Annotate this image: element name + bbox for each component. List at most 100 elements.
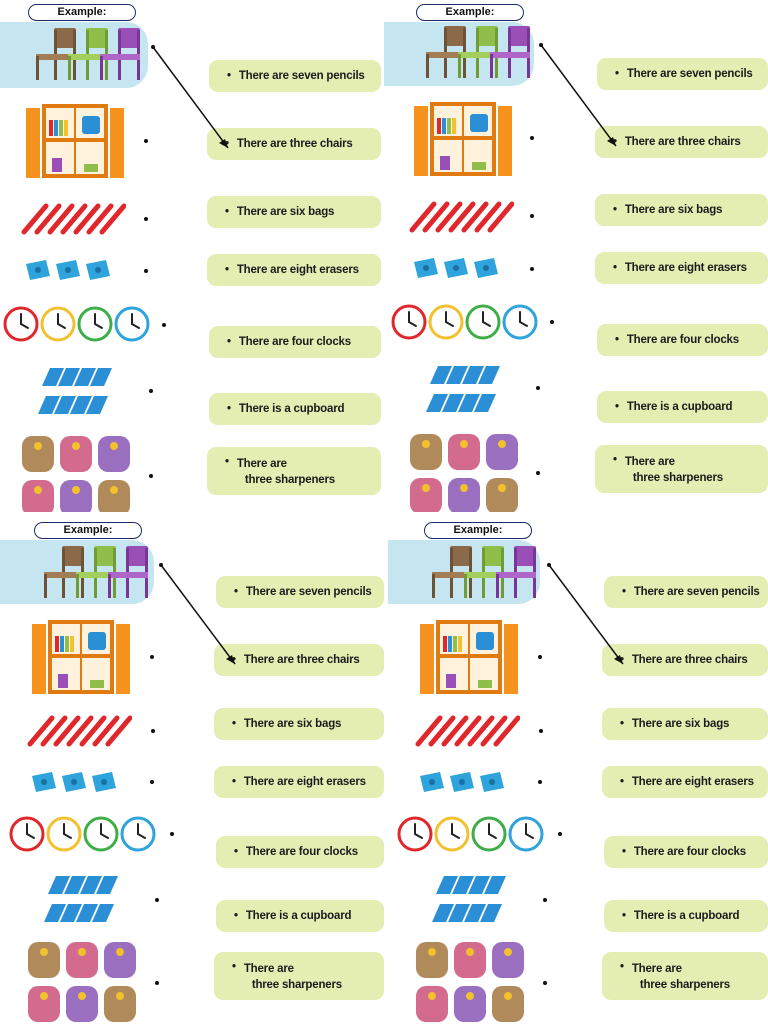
bullet: •: [613, 136, 617, 148]
sentence-text: There are three chairs: [631, 654, 748, 666]
sentence-text: There are four clocks: [633, 846, 746, 858]
sentence-text: There is a cupboard: [626, 401, 733, 413]
example-match-line: [160, 564, 236, 665]
sentence-card[interactable]: •There are eight erasers: [214, 766, 384, 798]
sentence-text-line2: three sharpeners: [639, 979, 730, 991]
clocks-picture: [391, 304, 538, 340]
sharpeners-picture: [32, 772, 116, 792]
bullet: •: [613, 204, 617, 216]
bullet: •: [225, 138, 229, 150]
sentence-card[interactable]: •There are eight erasers: [602, 766, 768, 798]
sentence-text: There are eight erasers: [243, 776, 366, 788]
chairs-picture: [44, 546, 148, 598]
match-dot[interactable]: [150, 780, 154, 784]
sentence-card[interactable]: •There are seven pencils: [597, 58, 768, 90]
match-dot[interactable]: [530, 214, 534, 218]
bullet: •: [622, 846, 626, 858]
sentence-card[interactable]: •There are seven pencils: [604, 576, 768, 608]
sentence-text-line1: There are: [631, 963, 682, 975]
bullet: •: [227, 336, 231, 348]
clocks-picture: [397, 816, 544, 852]
sentence-card[interactable]: •There are three chairs: [214, 644, 384, 676]
bullet: •: [620, 776, 624, 788]
clocks-picture: [3, 306, 150, 342]
sentence-text: There are six bags: [243, 718, 342, 730]
bullet: •: [620, 718, 624, 730]
match-dot[interactable]: [530, 136, 534, 140]
sentence-card[interactable]: •There are six bags: [207, 196, 381, 228]
match-dot[interactable]: [162, 323, 166, 327]
sharpeners-picture: [420, 772, 504, 792]
match-dot[interactable]: [538, 780, 542, 784]
match-dot[interactable]: [170, 832, 174, 836]
bullet: •: [232, 654, 236, 666]
sentence-text: There are seven pencils: [626, 68, 753, 80]
erasers-picture: [38, 368, 112, 414]
match-dot[interactable]: [155, 898, 159, 902]
match-dot[interactable]: [539, 729, 543, 733]
match-dot[interactable]: [543, 898, 547, 902]
sentence-card[interactable]: •There are seven pencils: [209, 60, 381, 92]
sentence-card[interactable]: •There are six bags: [602, 708, 768, 740]
match-dot[interactable]: [151, 729, 155, 733]
sentence-card[interactable]: •There are four clocks: [597, 324, 768, 356]
bullet: •: [234, 910, 238, 922]
match-dot[interactable]: [536, 386, 540, 390]
sentence-card[interactable]: • There is a cupboard: [216, 900, 384, 932]
match-dot[interactable]: [536, 471, 540, 475]
example-label: Example:: [34, 522, 142, 539]
match-dot[interactable]: [144, 269, 148, 273]
sentence-card[interactable]: •There are four clocks: [209, 326, 381, 358]
sentence-card[interactable]: •There is a cupboard: [209, 393, 381, 425]
match-dot[interactable]: [543, 981, 547, 985]
sentence-card[interactable]: •There are six bags: [595, 194, 768, 226]
sentence-text: There is a cupboard: [245, 910, 352, 922]
sentence-card[interactable]: •There are three chairs: [602, 644, 768, 676]
sentence-text-line2: three sharpeners: [244, 474, 335, 486]
sentence-text: There are six bags: [236, 206, 335, 218]
sharpeners-picture: [414, 258, 498, 278]
sentence-card[interactable]: • There are four clocks: [604, 836, 768, 868]
sentence-text: There are four clocks: [245, 846, 358, 858]
match-dot[interactable]: [149, 474, 153, 478]
cupboard-picture: [420, 620, 518, 694]
sentence-text: There are eight erasers: [624, 262, 747, 274]
chair-icon: [108, 546, 148, 598]
match-dot[interactable]: [144, 139, 148, 143]
match-dot[interactable]: [558, 832, 562, 836]
pencils-picture: [21, 203, 126, 235]
match-dot[interactable]: [144, 217, 148, 221]
match-dot[interactable]: [538, 655, 542, 659]
match-dot[interactable]: [550, 320, 554, 324]
bullet: •: [232, 718, 236, 730]
match-dot[interactable]: [150, 655, 154, 659]
match-dot[interactable]: [530, 267, 534, 271]
sentence-card[interactable]: •There are three chairs: [207, 128, 381, 160]
sentence-card[interactable]: •There is a cupboard: [597, 391, 768, 423]
chairs-picture: [426, 26, 530, 78]
sentence-text-line2: three sharpeners: [632, 472, 723, 484]
chair-icon: [490, 26, 530, 78]
bags-picture: [28, 942, 136, 1022]
bags-picture: [410, 434, 518, 512]
match-dot[interactable]: [149, 389, 153, 393]
match-dot[interactable]: [155, 981, 159, 985]
sentence-card[interactable]: •There are eight erasers: [207, 254, 381, 286]
sentence-card[interactable]: • There are six bags: [214, 708, 384, 740]
sentence-text: There is a cupboard: [633, 910, 740, 922]
bags-picture: [22, 436, 130, 512]
worksheet-copy: Example:: [0, 512, 384, 1024]
sentence-card[interactable]: •There are seven pencils: [216, 576, 384, 608]
worksheet-copy: Example:: [384, 512, 768, 1024]
sentence-card[interactable]: •There are eight erasers: [595, 252, 768, 284]
sentence-text-line1: There are: [236, 458, 287, 470]
sentence-card[interactable]: •There are four clocks: [216, 836, 384, 868]
sentence-card[interactable]: •There is a cupboard: [604, 900, 768, 932]
sentence-text: There is a cupboard: [238, 403, 345, 415]
sentence-card[interactable]: •There are three chairs: [595, 126, 768, 158]
example-label: Example:: [424, 522, 532, 539]
